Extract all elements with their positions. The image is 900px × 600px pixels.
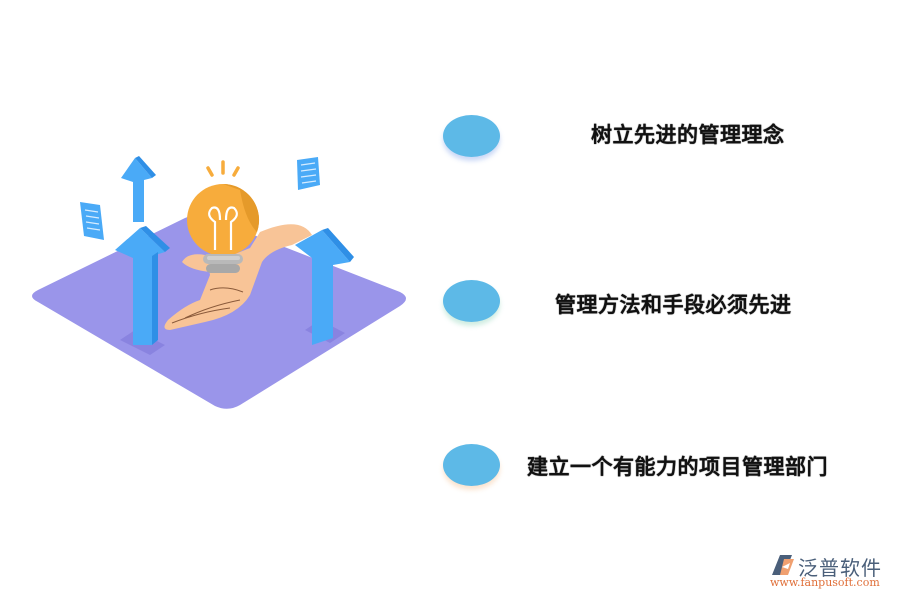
document-icon bbox=[80, 202, 104, 240]
point-label: 树立先进的管理理念 bbox=[591, 123, 785, 147]
up-arrow-icon bbox=[115, 226, 170, 345]
bullet-dot-icon bbox=[443, 444, 500, 486]
list-item bbox=[443, 114, 500, 158]
brand-logo: 泛普软件 www.fanpusoft.com bbox=[768, 552, 893, 592]
point-label: 建立一个有能力的项目管理部门 bbox=[527, 455, 828, 479]
bullet-dot-icon bbox=[443, 280, 500, 322]
document-icon bbox=[297, 157, 320, 190]
lightbulb-icon bbox=[187, 160, 260, 273]
brand-url: www.fanpusoft.com bbox=[770, 576, 880, 589]
fanpu-logo-icon bbox=[772, 555, 794, 575]
up-arrow-icon bbox=[121, 156, 156, 222]
list-item bbox=[443, 443, 500, 487]
bullet-dot-icon bbox=[443, 115, 500, 157]
up-arrow-icon bbox=[295, 228, 354, 345]
brand-name: 泛普软件 bbox=[798, 556, 882, 580]
management-concept-illustration bbox=[32, 156, 406, 409]
list-item bbox=[443, 279, 500, 323]
point-label: 管理方法和手段必须先进 bbox=[555, 293, 792, 317]
